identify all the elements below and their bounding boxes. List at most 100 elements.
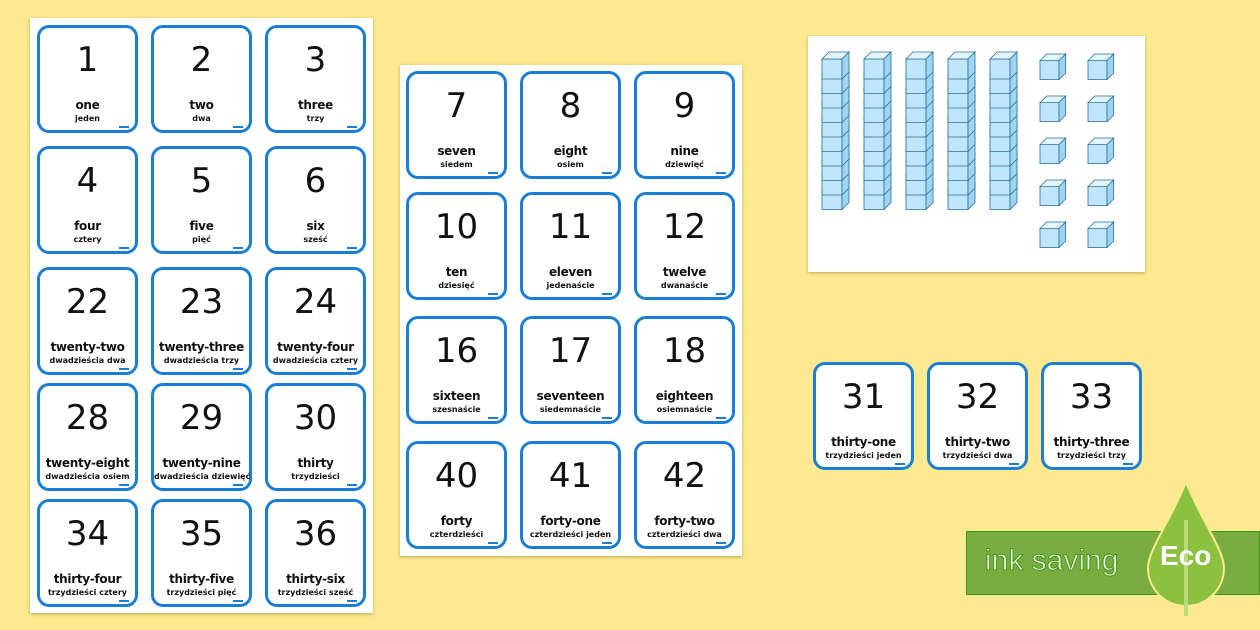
card-english-word: eighteen <box>655 389 714 403</box>
card-number: 5 <box>190 161 213 201</box>
card-english-word: forty-two <box>654 514 715 528</box>
card-footer-mark <box>347 247 357 249</box>
card-english-word: twenty-two <box>50 340 125 354</box>
card-polish-word: dwadzieścia cztery <box>272 356 359 365</box>
card-english-word: thirty-five <box>169 572 234 586</box>
card-footer-mark <box>1009 463 1019 465</box>
ten-rod-cube <box>989 51 1018 80</box>
number-card: 18 eighteen osiemnaście <box>634 316 735 424</box>
card-footer-mark <box>895 463 905 465</box>
number-card: 22 twenty-two dwadzieścia dwa <box>37 267 138 375</box>
number-card: 35 thirty-five trzydzieści pięć <box>151 499 252 607</box>
unit-cube <box>1087 95 1115 123</box>
ten-rod-cube <box>821 51 850 80</box>
card-polish-word: dwadzieścia dwa <box>49 356 126 365</box>
number-card: 36 thirty-six trzydzieści sześć <box>265 499 366 607</box>
number-card: 3 three trzy <box>265 25 366 133</box>
number-card: 24 twenty-four dwadzieścia cztery <box>265 267 366 375</box>
card-polish-word: dwanaście <box>660 281 709 290</box>
card-number: 2 <box>190 40 213 80</box>
unit-cube <box>1087 53 1115 81</box>
number-card: 11 eleven jedenaście <box>520 192 621 300</box>
number-card: 10 ten dziesięć <box>406 192 507 300</box>
card-number: 16 <box>434 331 479 371</box>
card-polish-word: czterdzieści <box>429 530 484 539</box>
unit-cube <box>1039 221 1067 249</box>
card-number: 31 <box>841 377 886 417</box>
card-number: 7 <box>445 86 468 126</box>
card-footer-mark <box>119 126 129 128</box>
card-polish-word: dwa <box>192 114 211 123</box>
card-english-word: seven <box>437 144 476 158</box>
card-number: 1 <box>76 40 99 80</box>
card-polish-word: czterdzieści jeden <box>529 530 612 539</box>
number-card: 34 thirty-four trzydzieści cztery <box>37 499 138 607</box>
number-card: 8 eight osiem <box>520 71 621 179</box>
card-number: 22 <box>65 282 110 322</box>
card-polish-word: trzydzieści sześć <box>277 588 354 597</box>
card-footer-mark <box>716 172 726 174</box>
card-english-word: seventeen <box>536 389 605 403</box>
card-english-word: twelve <box>662 265 707 279</box>
card-footer-mark <box>233 368 243 370</box>
base-ten-blocks-panel <box>808 36 1145 272</box>
number-card: 40 forty czterdzieści <box>406 441 507 549</box>
card-number: 41 <box>548 456 593 496</box>
card-english-word: eleven <box>548 265 593 279</box>
card-polish-word: szesnaście <box>432 405 481 414</box>
card-polish-word: trzydzieści cztery <box>47 588 128 597</box>
unit-cube <box>1087 221 1115 249</box>
card-number: 40 <box>434 456 479 496</box>
card-english-word: twenty-four <box>277 340 354 354</box>
card-english-word: thirty-six <box>286 572 345 586</box>
card-english-word: forty-one <box>540 514 601 528</box>
card-polish-word: trzydzieści pięć <box>166 588 237 597</box>
card-polish-word: dwadzieścia osiem <box>45 472 130 481</box>
card-english-word: one <box>75 98 100 112</box>
card-number: 3 <box>304 40 327 80</box>
card-footer-mark <box>602 542 612 544</box>
card-footer-mark <box>602 293 612 295</box>
card-number: 30 <box>293 398 338 438</box>
card-polish-word: trzydzieści jeden <box>825 451 902 460</box>
card-number: 9 <box>673 86 696 126</box>
card-english-word: ten <box>445 265 468 279</box>
card-footer-mark <box>488 417 498 419</box>
leaf-icon <box>1146 480 1226 616</box>
card-footer-mark <box>347 600 357 602</box>
card-footer-mark <box>119 484 129 486</box>
card-english-word: five <box>189 219 214 233</box>
card-number: 36 <box>293 514 338 554</box>
card-english-word: thirty <box>297 456 334 470</box>
card-number: 28 <box>65 398 110 438</box>
card-polish-word: trzydzieści trzy <box>1057 451 1126 460</box>
card-footer-mark <box>347 368 357 370</box>
card-footer-mark <box>488 293 498 295</box>
card-footer-mark <box>347 126 357 128</box>
card-english-word: twenty-three <box>159 340 244 354</box>
number-card: 23 twenty-three dwadzieścia trzy <box>151 267 252 375</box>
card-polish-word: jeden <box>74 114 100 123</box>
number-card: 6 six sześć <box>265 146 366 254</box>
card-number: 17 <box>548 331 593 371</box>
card-number: 4 <box>76 161 99 201</box>
card-english-word: eight <box>553 144 588 158</box>
number-card: 16 sixteen szesnaście <box>406 316 507 424</box>
card-number: 33 <box>1069 377 1114 417</box>
card-english-word: four <box>74 219 101 233</box>
card-polish-word: pięć <box>192 235 211 244</box>
card-english-word: two <box>189 98 214 112</box>
card-number: 12 <box>662 207 707 247</box>
card-polish-word: czterdzieści dwa <box>647 530 722 539</box>
unit-cube <box>1039 53 1067 81</box>
card-number: 29 <box>179 398 224 438</box>
number-card: 28 twenty-eight dwadzieścia osiem <box>37 383 138 491</box>
card-number: 8 <box>559 86 582 126</box>
card-footer-mark <box>347 484 357 486</box>
card-english-word: nine <box>670 144 699 158</box>
card-number: 11 <box>548 207 593 247</box>
card-footer-mark <box>716 542 726 544</box>
card-footer-mark <box>119 600 129 602</box>
card-number: 23 <box>179 282 224 322</box>
card-polish-word: osiem <box>557 160 584 169</box>
